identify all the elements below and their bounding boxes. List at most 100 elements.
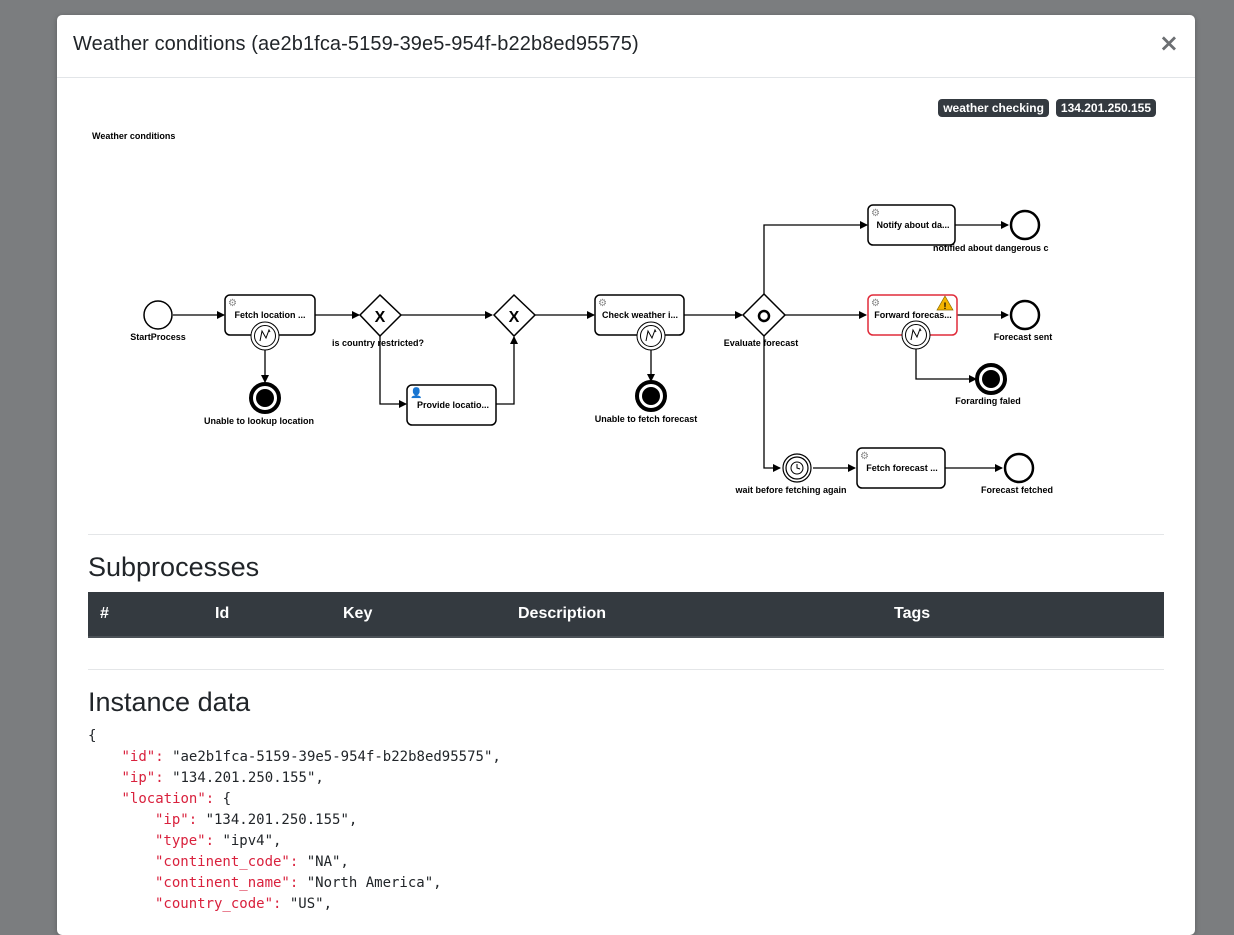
end-event-forecast-sent[interactable] xyxy=(1009,299,1041,331)
gear-icon: ⚙ xyxy=(860,451,869,462)
task-notify-label: Notify about da... xyxy=(877,220,950,230)
gateway-join[interactable]: X xyxy=(492,293,537,338)
close-icon[interactable]: × xyxy=(1158,29,1179,57)
end-forwarding-failed-label: Forarding faled xyxy=(955,396,1021,406)
json-separator: : xyxy=(289,875,307,891)
json-line: "continent_code": "NA", xyxy=(88,852,501,873)
exclusive-gateway-icon: X xyxy=(375,309,386,326)
json-line: "location": { xyxy=(88,789,501,810)
column-header-id[interactable]: Id xyxy=(215,605,230,622)
column-header-key[interactable]: Key xyxy=(343,605,373,622)
task-fetch-location[interactable]: ⚙ Fetch location ... xyxy=(224,294,316,336)
json-separator: : xyxy=(289,854,307,870)
json-line: "id": "ae2b1fca-5159-39e5-954f-b22b8ed95… xyxy=(88,747,501,768)
column-header-description[interactable]: Description xyxy=(518,605,607,622)
end-forecast-sent-label: Forecast sent xyxy=(994,332,1053,342)
divider xyxy=(88,669,1164,670)
json-value: "ae2b1fca-5159-39e5-954f-b22b8ed95575", xyxy=(172,749,501,765)
modal-title: Weather conditions (ae2b1fca-5159-39e5-9… xyxy=(73,33,639,55)
task-forward-forecast[interactable]: ⚙ ! Forward forecas... xyxy=(867,294,958,336)
error-boundary-icon xyxy=(250,321,280,351)
end-event-forecast-fetched[interactable] xyxy=(1003,452,1035,484)
json-line: "country_code": "US", xyxy=(88,894,501,915)
process-name-label: Weather conditions xyxy=(92,131,175,141)
json-key: "country_code" xyxy=(155,896,274,912)
inclusive-gateway-icon xyxy=(757,309,771,323)
task-provide-location[interactable]: 👤 Provide locatio... xyxy=(406,384,497,426)
json-value: "ipv4", xyxy=(222,833,282,849)
error-boundary-icon xyxy=(901,320,931,350)
json-value: { xyxy=(222,791,232,807)
task-check-weather[interactable]: ⚙ Check weather i... xyxy=(594,294,685,336)
end-event-forwarding-failed[interactable] xyxy=(975,363,1007,395)
warning-icon xyxy=(936,295,954,311)
task-fetch-location-label: Fetch location ... xyxy=(234,310,305,320)
column-header-tags[interactable]: Tags xyxy=(894,605,931,622)
json-key: "ip" xyxy=(121,770,156,786)
json-key: "id" xyxy=(121,749,156,765)
json-key: "continent_name" xyxy=(155,875,290,891)
json-separator: : xyxy=(205,791,223,807)
end-event-unable-lookup[interactable] xyxy=(249,382,281,414)
sequence-flows xyxy=(173,221,1009,472)
end-event-unable-fetch[interactable] xyxy=(635,380,667,412)
json-separator: : xyxy=(188,812,206,828)
timer-event-wait[interactable] xyxy=(782,453,812,483)
json-key: "location" xyxy=(121,791,206,807)
end-event-notified[interactable] xyxy=(1009,209,1041,241)
start-event-label: StartProcess xyxy=(130,332,186,342)
tag-badges: weather checking 134.201.250.155 xyxy=(938,99,1156,117)
json-separator: : xyxy=(155,749,173,765)
json-line: "continent_name": "North America", xyxy=(88,873,501,894)
modal-header: Weather conditions (ae2b1fca-5159-39e5-9… xyxy=(57,15,1195,78)
task-fetch-forecast-label: Fetch forecast ... xyxy=(866,463,938,473)
error-boundary-icon xyxy=(636,321,666,351)
gear-icon: ⚙ xyxy=(228,298,237,309)
end-unable-fetch-label: Unable to fetch forecast xyxy=(595,414,698,424)
user-task-icon: 👤 xyxy=(410,386,422,399)
json-line: "ip": "134.201.250.155", xyxy=(88,810,501,831)
bpmn-diagram: Weather conditions StartProcess xyxy=(92,131,1053,495)
task-fetch-forecast[interactable]: ⚙ Fetch forecast ... xyxy=(856,447,946,489)
ip-badge: 134.201.250.155 xyxy=(1055,99,1156,117)
json-line: "ip": "134.201.250.155", xyxy=(88,768,501,789)
column-header-number[interactable]: # xyxy=(100,605,109,622)
json-value: "North America", xyxy=(306,875,442,891)
gear-icon: ⚙ xyxy=(871,298,880,309)
end-notified-label: notified about dangerous c xyxy=(933,243,1049,253)
divider xyxy=(88,534,1164,535)
json-open-brace: { xyxy=(88,728,97,744)
json-separator: : xyxy=(155,770,173,786)
json-value: "134.201.250.155", xyxy=(172,770,324,786)
end-forecast-fetched-label: Forecast fetched xyxy=(981,485,1053,495)
json-separator: : xyxy=(205,833,223,849)
task-provide-location-label: Provide locatio... xyxy=(417,400,489,410)
json-value: "NA", xyxy=(306,854,349,870)
gear-icon: ⚙ xyxy=(871,208,880,219)
json-value: "US", xyxy=(289,896,333,912)
timer-wait-label: wait before fetching again xyxy=(734,485,846,495)
json-key: "ip" xyxy=(155,812,189,828)
task-forward-label: Forward forecas... xyxy=(874,310,952,320)
gateway-evaluate-forecast[interactable] xyxy=(741,292,787,338)
gateway-country-restricted[interactable]: X xyxy=(358,293,403,338)
json-key: "type" xyxy=(155,833,206,849)
json-value: "134.201.250.155", xyxy=(205,812,358,828)
end-unable-lookup-label: Unable to lookup location xyxy=(204,416,314,426)
gateway-evaluate-label: Evaluate forecast xyxy=(724,338,799,348)
task-check-weather-label: Check weather i... xyxy=(602,310,678,320)
gateway-country-restricted-label: is country restricted? xyxy=(332,338,424,348)
warning-icon-mark: ! xyxy=(944,301,947,311)
json-line: "type": "ipv4", xyxy=(88,831,501,852)
json-key: "continent_code" xyxy=(155,854,290,870)
start-event[interactable] xyxy=(143,300,173,330)
gear-icon: ⚙ xyxy=(598,298,607,309)
json-separator: : xyxy=(273,896,290,912)
task-notify[interactable]: ⚙ Notify about da... xyxy=(867,204,956,246)
exclusive-gateway-icon: X xyxy=(509,309,520,326)
process-instance-modal: Weather conditions (ae2b1fca-5159-39e5-9… xyxy=(57,15,1195,935)
instance-data-title: Instance data xyxy=(88,687,251,717)
subprocesses-table-header: # Id Key Description Tags xyxy=(88,592,1164,638)
subprocesses-title: Subprocesses xyxy=(88,552,260,582)
instance-data-json: { "id": "ae2b1fca-5159-39e5-954f-b22b8ed9… xyxy=(88,726,501,915)
